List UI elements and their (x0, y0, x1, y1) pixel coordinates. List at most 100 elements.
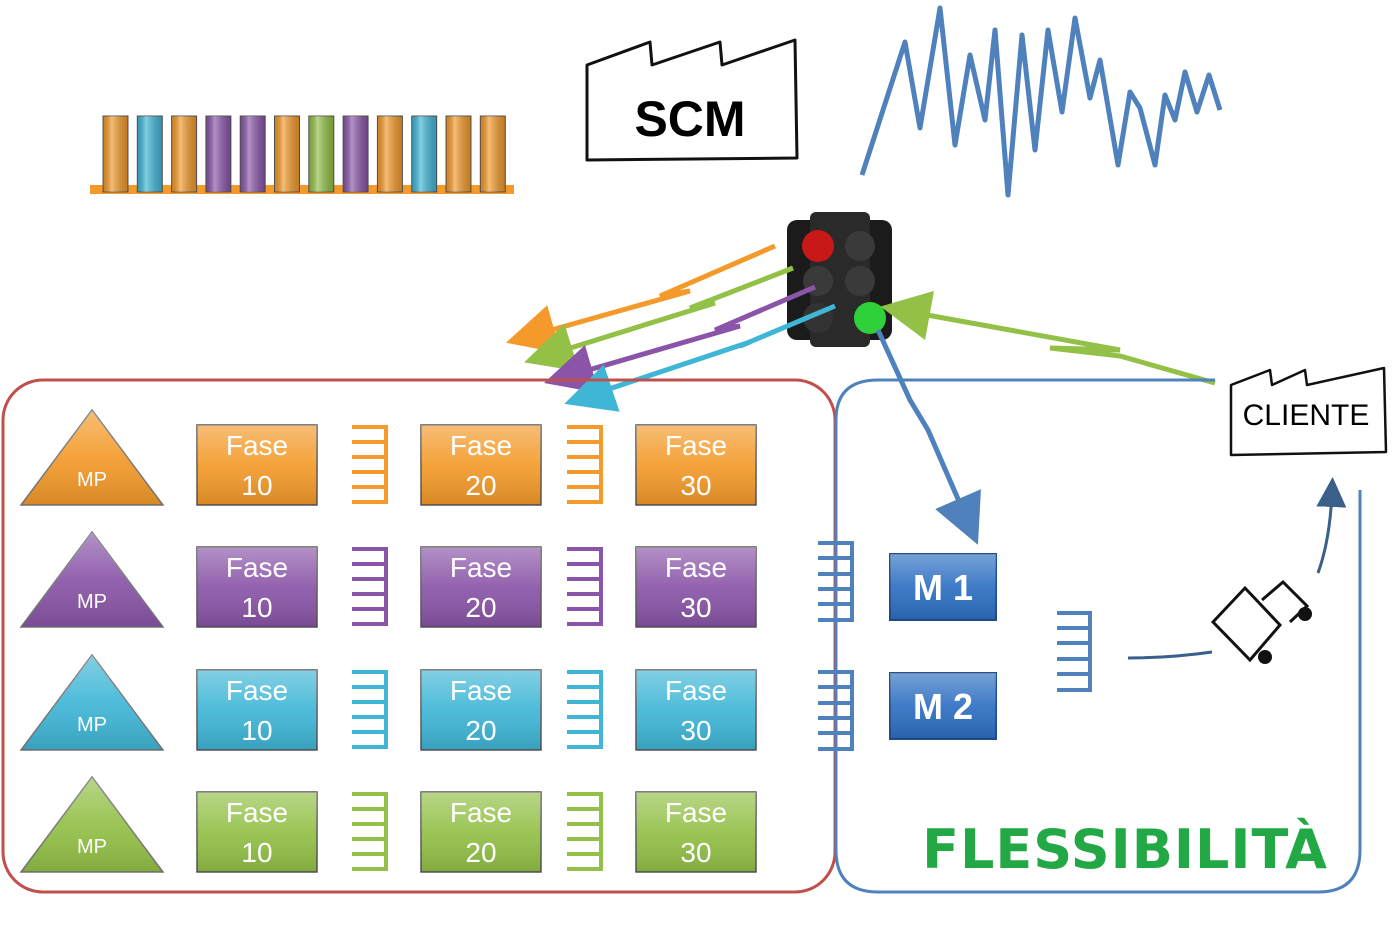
phase-label: Fase (450, 430, 512, 461)
phase-label: Fase (226, 552, 288, 583)
scm-label: SCM (634, 91, 745, 147)
phase-number: 10 (241, 715, 272, 746)
queue-order-bar (171, 115, 198, 193)
phase-number: 20 (465, 470, 496, 501)
flessibilita-label: FLESSIBILITÀ (922, 818, 1328, 881)
red-light (802, 230, 834, 262)
queue-order-bar (102, 115, 129, 193)
machine-m2-label: M 2 (913, 686, 973, 727)
arrow-purple (543, 284, 816, 394)
phase-number: 20 (465, 715, 496, 746)
phase-box: Fase 30 (635, 791, 757, 873)
arrow-green (524, 265, 794, 372)
phase-box: Fase 20 (420, 669, 542, 751)
arrow-light-to-m1 (875, 328, 981, 545)
queue-order-bar (308, 115, 335, 193)
mp-triangle: MP (19, 530, 165, 628)
wip-buffer (352, 425, 388, 504)
phase-box: Fase 30 (635, 424, 757, 506)
wip-buffer (567, 547, 603, 626)
phase-label: Fase (665, 675, 727, 706)
production-row: MP Fase 10 Fase 20 Fase 30 (19, 530, 757, 628)
machine-buffer-m2 (818, 670, 854, 751)
queue-order-bar (479, 115, 506, 193)
production-row: MP Fase 10 Fase 20 Fase 30 (19, 653, 757, 751)
wip-buffer (567, 792, 603, 871)
phase-number: 30 (680, 592, 711, 623)
phase-box: Fase 10 (196, 669, 318, 751)
wip-buffer (352, 670, 388, 749)
production-row: MP Fase 10 Fase 20 Fase 30 (19, 408, 757, 506)
factory-icon (1229, 366, 1388, 457)
demand-wave-icon (859, 5, 1223, 198)
finished-goods-buffer (1057, 611, 1092, 692)
phase-number: 10 (241, 592, 272, 623)
delivery-path (1127, 650, 1213, 660)
factory-icon (585, 38, 799, 162)
arrow-cliente-to-light (880, 290, 1216, 386)
phase-label: Fase (226, 797, 288, 828)
flexibility-frame (834, 378, 1362, 894)
phase-box: Fase 30 (635, 546, 757, 628)
mp-triangle: MP (19, 408, 165, 506)
phase-box: Fase 20 (420, 791, 542, 873)
mp-label: MP (77, 469, 107, 491)
arrow-to-cliente (1316, 477, 1347, 574)
phase-label: Fase (226, 675, 288, 706)
phase-box: Fase 10 (196, 424, 318, 506)
phase-box: Fase 10 (196, 546, 318, 628)
machine-m1-label: M 1 (913, 567, 973, 608)
arrow-orange (505, 243, 776, 354)
phase-number: 10 (241, 837, 272, 868)
queue-order-bar (239, 115, 266, 193)
mp-label: MP (77, 714, 107, 736)
phase-number: 30 (680, 470, 711, 501)
queue-order-bar (445, 115, 472, 193)
phase-box: Fase 20 (420, 546, 542, 628)
phase-number: 10 (241, 470, 272, 501)
phase-label: Fase (665, 552, 727, 583)
machine-m2: M 2 (889, 672, 997, 740)
mp-triangle: MP (19, 775, 165, 873)
traffic-light-icon (787, 212, 892, 347)
production-row: MP Fase 10 Fase 20 Fase 30 (19, 775, 757, 873)
mp-label: MP (77, 836, 107, 858)
machine-m1: M 1 (889, 553, 997, 621)
queue-order-bar (376, 115, 403, 193)
phase-box: Fase 10 (196, 791, 318, 873)
mp-label: MP (77, 591, 107, 613)
queue-order-bar (274, 115, 300, 193)
phase-label: Fase (226, 430, 288, 461)
phase-number: 20 (465, 837, 496, 868)
queue-order-bar (342, 115, 369, 193)
phase-box: Fase 30 (635, 669, 757, 751)
phase-box: Fase 20 (420, 424, 542, 506)
phase-number: 30 (680, 837, 711, 868)
order-queue (90, 115, 514, 194)
production-rows: MPFase10Fase20Fase30MPFase10Fase20Fase30… (19, 408, 757, 873)
cliente-factory: CLIENTE (1229, 366, 1388, 457)
phase-label: Fase (450, 797, 512, 828)
wip-buffer (567, 425, 603, 504)
wip-buffer (352, 547, 388, 626)
green-light (854, 302, 886, 334)
forklift-icon (1210, 579, 1312, 664)
phase-label: Fase (665, 430, 727, 461)
queue-order-bar (136, 115, 163, 193)
arrow-cyan (564, 303, 836, 412)
phase-number: 20 (465, 592, 496, 623)
wip-buffer (567, 670, 603, 749)
phase-label: Fase (665, 797, 727, 828)
scm-factory: SCM (585, 38, 799, 162)
machine-buffer-m1 (818, 541, 854, 622)
cliente-label: CLIENTE (1243, 399, 1370, 432)
mp-triangle: MP (19, 653, 165, 751)
queue-base (90, 185, 514, 194)
signal-arrows (505, 243, 1216, 545)
phase-number: 30 (680, 715, 711, 746)
queue-order-bar (205, 115, 232, 193)
phase-label: Fase (450, 552, 512, 583)
queue-order-bar (411, 115, 438, 193)
phase-label: Fase (450, 675, 512, 706)
